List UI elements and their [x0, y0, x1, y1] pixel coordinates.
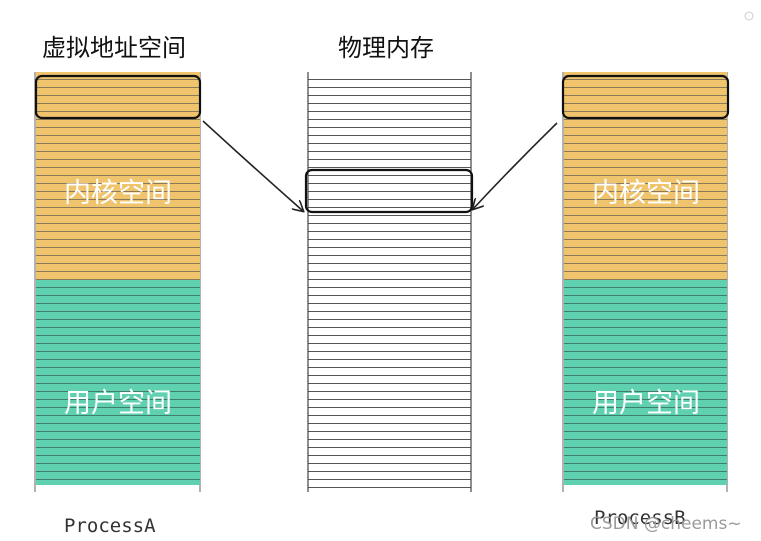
- process-a-label: ProcessA: [64, 515, 156, 537]
- virtual-address-space-title: 虚拟地址空间: [42, 34, 186, 62]
- process-b-kernel-label: 内核空间: [592, 178, 700, 209]
- process-b-kernel-highlight: [561, 74, 730, 120]
- process-b-kernel-region: [564, 72, 727, 280]
- process-a-kernel-region: [36, 72, 200, 280]
- corner-mark-icon: [744, 11, 754, 21]
- process-a-user-region: [36, 280, 200, 485]
- physical-memory-title: 物理内存: [338, 34, 434, 62]
- arrow-b-to-physical: [473, 122, 558, 209]
- process-b-user-label: 用户空间: [592, 388, 700, 419]
- process-b-column: 内核空间 用户空间: [561, 72, 730, 492]
- process-b-label: ProcessB: [594, 507, 686, 529]
- shared-kernel-frame: [304, 168, 474, 214]
- arrow-a-to-physical: [202, 120, 303, 211]
- process-a-user-label: 用户空间: [64, 388, 172, 419]
- process-a-column: 内核空间 用户空间: [34, 72, 202, 492]
- physical-memory-pages: [308, 72, 471, 490]
- process-a-kernel-highlight: [34, 74, 202, 120]
- process-b-user-region: [564, 280, 727, 485]
- watermark: CSDN @cheems~: [590, 514, 742, 534]
- physical-memory-column: [304, 72, 474, 492]
- process-a-kernel-label: 内核空间: [64, 178, 172, 209]
